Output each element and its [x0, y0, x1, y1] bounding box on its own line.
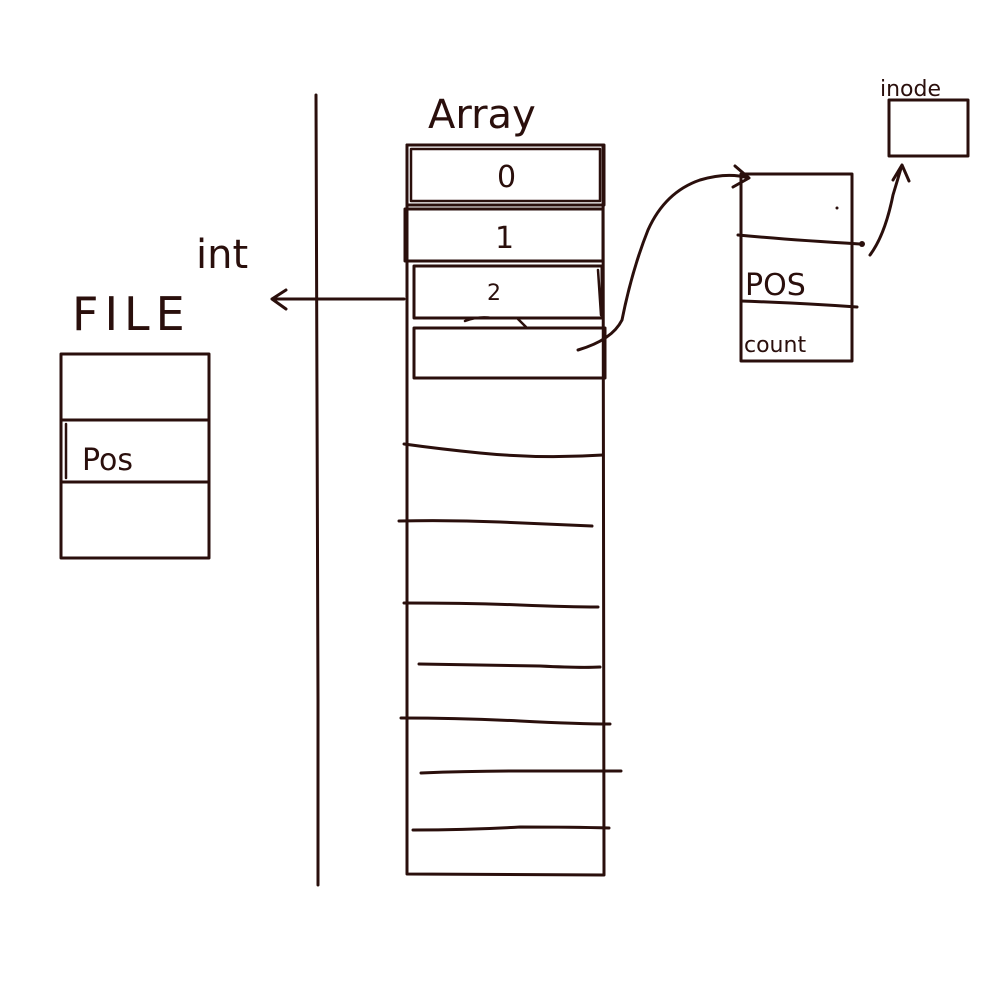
inode-label: inode	[880, 77, 941, 102]
array-cell-2: 2	[412, 264, 604, 329]
open-file-entry-box: POS count	[736, 172, 865, 363]
entry-pos-field: POS	[745, 268, 806, 303]
entry-to-inode-arrow	[868, 163, 911, 257]
array-to-entry-arrow	[576, 164, 751, 352]
array-cell-0-label: 0	[497, 160, 516, 195]
array-cell-2-label: 2	[487, 281, 501, 306]
fd-to-file-arrow	[270, 288, 406, 311]
array-row-lines	[397, 442, 623, 832]
int-label: int	[196, 232, 248, 278]
array-cell-1: 1	[403, 207, 605, 263]
array-cell-1-label: 1	[495, 221, 514, 256]
file-label: FILE	[72, 287, 191, 341]
file-pos-field: Pos	[82, 443, 133, 478]
entry-count-field: count	[744, 333, 806, 358]
file-struct-box: Pos	[59, 352, 211, 560]
array-cell-0: 0	[405, 143, 606, 207]
boundary-line	[314, 93, 320, 887]
array-label: Array	[428, 92, 536, 138]
inode-box	[887, 98, 970, 158]
array-cell-3	[412, 326, 607, 380]
